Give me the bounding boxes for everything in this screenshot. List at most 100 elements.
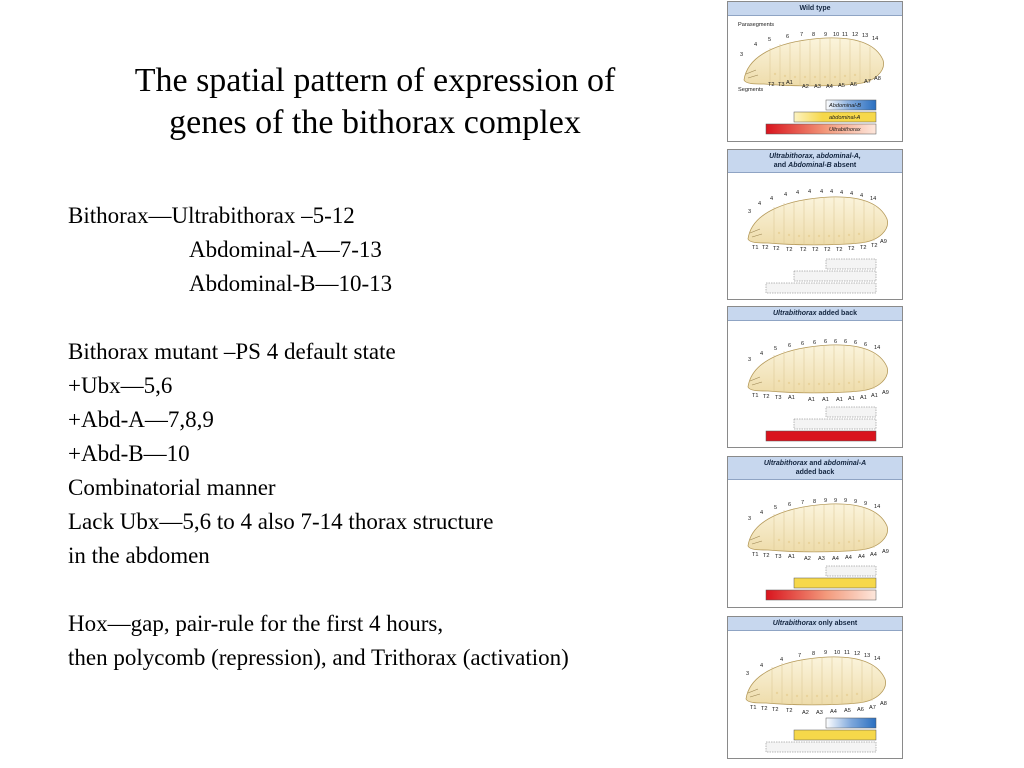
panel-header-text: Wild type [799, 5, 831, 12]
ps-number: 14 [872, 36, 878, 42]
ps-number: 13 [862, 33, 868, 39]
expression-bars [765, 717, 877, 753]
segment-label: A2 [802, 84, 809, 90]
ps-number: 4 [830, 189, 833, 195]
ps-number: 4 [808, 189, 811, 195]
segment-label: T2 [763, 553, 770, 559]
ps-number: 6 [786, 34, 789, 40]
body-line-abdomen: in the abdomen [68, 543, 210, 568]
ps-number: 8 [812, 32, 815, 38]
all-absent-diagram: 3 4 4 4 4 4 4 4 4 4 4 14 T1 T2 T2 T2 T2 … [747, 189, 889, 294]
segment-label: A3 [818, 556, 825, 562]
ps-number: 6 [813, 340, 816, 346]
panel-all-absent: Ultrabithorax, abdominal-A, and Abdomina… [727, 149, 903, 300]
larva-illustration [747, 344, 889, 394]
segment-label: T2 [800, 247, 807, 253]
panel-ubx-only-absent: Ultrabithorax only absent 3 4 4 7 8 9 10… [727, 616, 903, 759]
segment-label: T2 [763, 394, 770, 400]
ps-number: 3 [740, 52, 743, 58]
body-line-ubx: +Ubx—5,6 [68, 373, 173, 398]
wild-type-diagram: Parasegments 3 4 5 6 7 8 9 10 11 12 13 1… [738, 22, 885, 135]
larva-illustration [747, 503, 889, 553]
ps-number: 3 [748, 516, 751, 522]
segment-label: T2 [768, 82, 775, 88]
ps-number: 9 [824, 32, 827, 38]
segment-label: A1 [860, 395, 867, 401]
ps-number: 14 [874, 345, 880, 351]
segment-label: A4 [845, 555, 852, 561]
ps-number: 7 [800, 32, 803, 38]
ps-number: 9 [824, 650, 827, 656]
ps-number: 4 [760, 510, 763, 516]
ps-number: 5 [774, 505, 777, 511]
segment-label: A1 [848, 396, 855, 402]
segment-label: T2 [772, 707, 779, 713]
segment-label: T2 [773, 246, 780, 252]
segment-label: T1 [752, 552, 759, 558]
panel-header-text: added back [816, 310, 858, 317]
segment-label: A4 [826, 84, 833, 90]
segment-label: T2 [762, 245, 769, 251]
expression-bars [765, 406, 877, 442]
ps-number: 9 [834, 498, 837, 504]
ps-numbers: 3 4 4 4 4 4 4 4 4 4 4 14 [748, 189, 876, 215]
panel-header-text: and [773, 162, 789, 169]
segment-label: T2 [848, 246, 855, 252]
ps-number: 6 [844, 339, 847, 345]
segment-label: A9 [880, 239, 887, 245]
panel-header-italic: Ultrabithorax [772, 310, 817, 317]
abda-label: abdominal-A [829, 115, 861, 121]
panel-header-text: added back [795, 469, 835, 476]
ps-number: 6 [801, 341, 804, 347]
ps-number: 13 [864, 653, 870, 659]
segment-label: A8 [874, 76, 881, 82]
ps-numbers: 3 4 5 6 6 6 6 6 6 6 6 14 [748, 339, 880, 363]
segment-labels: T1 T2 T3 A1 A1 A1 A1 A1 A1 A1 A9 [752, 390, 889, 403]
ubx-bar [765, 123, 877, 135]
ps-number: 6 [788, 502, 791, 508]
title-line-2: genes of the bithorax complex [169, 104, 581, 141]
ubx-bar-empty [765, 282, 877, 294]
ps-number: 4 [784, 192, 787, 198]
abdb-bar-empty [825, 565, 877, 577]
abda-bar [793, 577, 877, 589]
ps-number: 4 [850, 191, 853, 197]
segment-label: A1 [871, 393, 878, 399]
ps-number: 4 [796, 190, 799, 196]
segment-label: T3 [775, 395, 782, 401]
ps-number: 11 [842, 32, 848, 38]
ps-number: 3 [746, 671, 749, 677]
ps-number: 4 [770, 196, 773, 202]
panel-header-text: and [807, 460, 824, 467]
segment-label: A5 [844, 708, 851, 714]
segment-labels: T2 T3 A1 A2 A3 A4 A5 A6 A7 A8 [768, 76, 881, 90]
larva-illustration [745, 656, 887, 706]
segment-label: A1 [788, 395, 795, 401]
panel-header-italic: Ultrabithorax, abdominal-A, [769, 153, 861, 160]
ps-numbers: 3 4 4 7 8 9 10 11 12 13 14 [746, 650, 880, 677]
ps-number: 4 [820, 189, 823, 195]
segment-label: A7 [864, 79, 871, 85]
expression-bars: Abdominal-B abdominal-A Ultrabithorax [765, 99, 877, 135]
ps-number: 5 [774, 346, 777, 352]
ps-number: 9 [854, 499, 857, 505]
ps-number: 4 [840, 190, 843, 196]
segment-label: A2 [804, 556, 811, 562]
body-line-abd-a: +Abd-A—7,8,9 [68, 407, 214, 432]
expression-bars [765, 565, 877, 601]
ubx-bar [765, 589, 877, 601]
ps-number: 4 [780, 657, 783, 663]
segment-label: A3 [814, 84, 821, 90]
ubx-label: Ultrabithorax [829, 127, 861, 133]
body-line-polycomb: then polycomb (repression), and Trithora… [68, 645, 569, 670]
abda-bar [793, 729, 877, 741]
segment-label: A1 [808, 397, 815, 403]
ps-number: 3 [748, 209, 751, 215]
segment-label: T2 [786, 247, 793, 253]
ps-number: 12 [854, 651, 860, 657]
segment-labels: T1 T2 T3 A1 A2 A3 A4 A4 A4 A4 A9 [752, 549, 889, 562]
body-spacer [68, 301, 569, 335]
segment-labels: T1 T2 T2 T2 A2 A3 A4 A5 A6 A7 A8 [750, 701, 887, 716]
title-line-1: The spatial pattern of expression of [134, 62, 616, 99]
abdb-bar [825, 99, 877, 111]
